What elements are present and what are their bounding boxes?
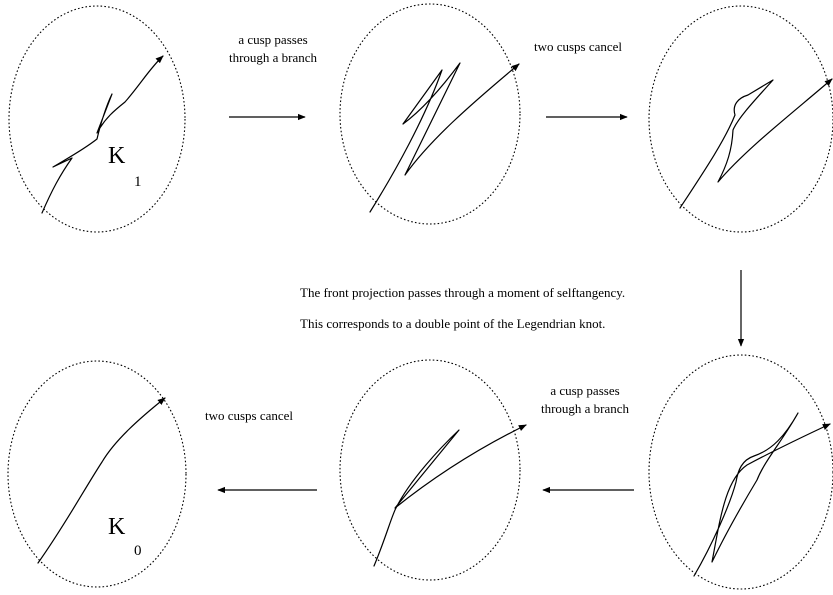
panel-boundary-bottom-3 [648, 354, 833, 590]
label-cusp-through-branch-bottom-line1: a cusp passes [550, 383, 619, 398]
label-cusp-through-branch-bottom-line2: through a branch [541, 401, 630, 416]
label-cusp-through-branch-top-line2: through a branch [229, 50, 318, 65]
panel-boundary-top-3 [648, 5, 833, 233]
panel-bottom-3 [648, 354, 833, 590]
front-curve-top-1 [41, 55, 164, 214]
knot-label-k1: K [108, 143, 126, 169]
panel-boundary-bottom-1 [7, 360, 187, 588]
panel-boundary-top-2 [339, 3, 521, 225]
label-two-cusps-cancel-bottom: two cusps cancel [205, 408, 293, 423]
panel-bottom-2 [339, 359, 527, 581]
knot-subscript-k0: 0 [134, 543, 142, 559]
panel-bottom-1: K 0 [7, 360, 187, 588]
front-curve-top-2 [369, 62, 520, 213]
front-curve-top-3 [679, 78, 833, 209]
panel-boundary-bottom-2 [339, 359, 521, 581]
label-selftangency: The front projection passes through a mo… [300, 285, 625, 300]
knot-subscript-k1: 1 [134, 174, 142, 190]
label-double-point: This corresponds to a double point of th… [300, 316, 605, 331]
front-curve-bottom-2 [373, 424, 527, 567]
panel-top-2 [339, 3, 521, 225]
knot-label-k0: K [108, 514, 126, 540]
front-curve-bottom-1 [37, 397, 166, 564]
label-cusp-through-branch-top-line1: a cusp passes [238, 32, 307, 47]
panel-top-3 [648, 5, 833, 233]
label-two-cusps-cancel-top: two cusps cancel [534, 39, 622, 54]
front-curve-bottom-3 [693, 412, 831, 577]
panel-top-1: K 1 [8, 5, 186, 233]
panel-boundary-top-1 [8, 5, 186, 233]
